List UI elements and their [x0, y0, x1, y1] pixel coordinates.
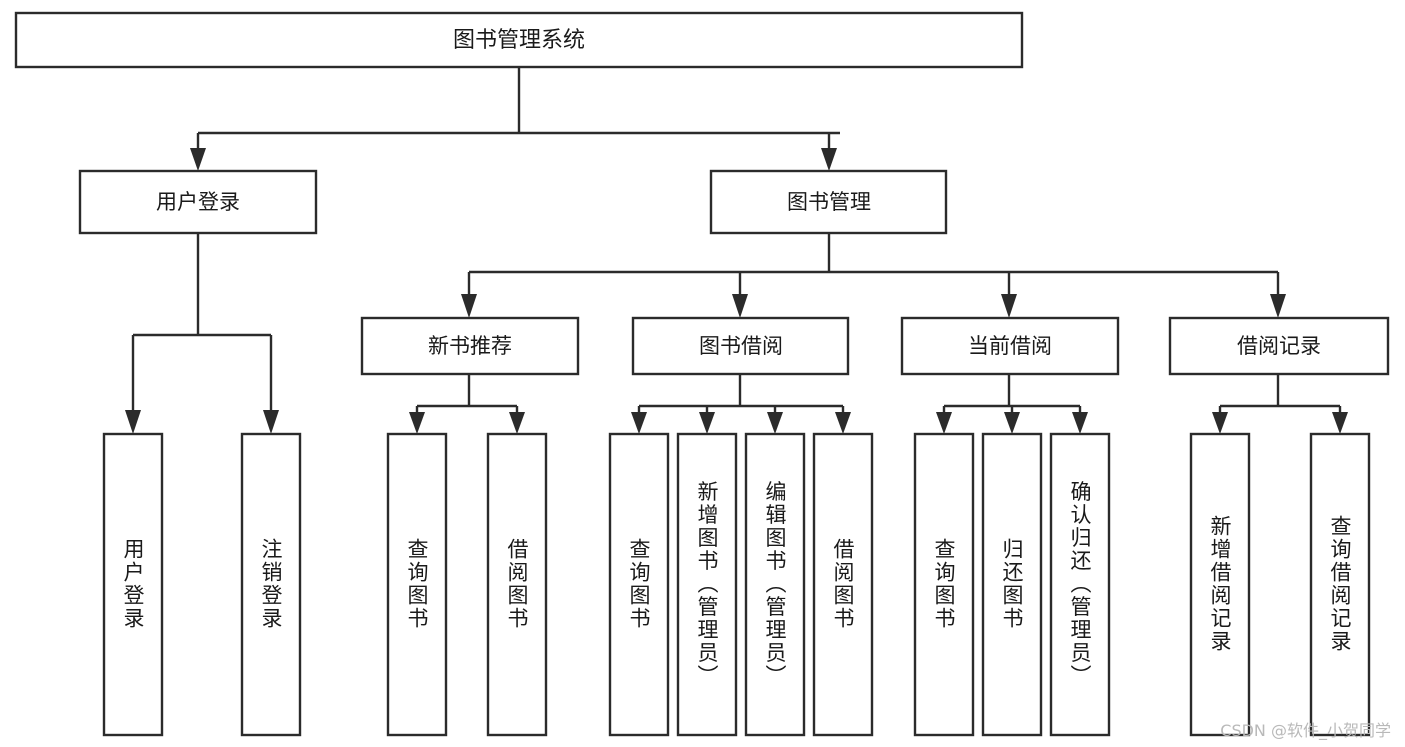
leaf-borrow-edit-book[interactable]: 编辑图书（管理员） [744, 432, 806, 737]
arrow-head-book-manage [821, 148, 837, 171]
node-user-login-box[interactable] [78, 169, 318, 235]
leaf-borrow-query-book-box[interactable] [608, 432, 670, 737]
leaf-borrow-edit-book-label: 编辑图书（管理员） [763, 481, 787, 688]
leaf-borrow-add-book-label: 新增图书（管理员） [695, 481, 719, 688]
node-borrow-record[interactable]: 借阅记录 [1168, 316, 1390, 376]
leaf-user-login-1-box[interactable] [102, 432, 164, 737]
node-new-book-recommend-label: 新书推荐 [428, 334, 512, 358]
leaf-current-query-book[interactable]: 查询图书 [913, 432, 975, 737]
leaf-new-borrow-book[interactable]: 借阅图书 [486, 432, 548, 737]
leaf-record-query[interactable]: 查询借阅记录 [1309, 432, 1371, 737]
leaf-current-return-book[interactable]: 归还图书 [981, 432, 1043, 737]
node-book-manage-box[interactable] [709, 169, 948, 235]
node-book-manage[interactable]: 图书管理 [709, 169, 948, 235]
connector-layer [125, 67, 1348, 434]
node-user-login[interactable]: 用户登录 [78, 169, 318, 235]
arrow-head-leaf-user-2 [263, 410, 279, 434]
leaf-record-add[interactable]: 新增借阅记录 [1189, 432, 1251, 737]
arrow-head-leaf-new-2 [509, 412, 525, 434]
node-root[interactable]: 图书管理系统 [14, 11, 1024, 69]
leaf-user-logout-label: 注销登录 [259, 538, 283, 630]
leaf-user-login-1-label: 用户登录 [121, 538, 145, 630]
node-current-borrow[interactable]: 当前借阅 [900, 316, 1120, 376]
leaf-record-add-label: 新增借阅记录 [1208, 515, 1232, 653]
node-layer: 图书管理系统 用户登录 图书管理 新书推荐 图书借阅 当前 [14, 11, 1390, 737]
node-new-book-recommend-box[interactable] [360, 316, 580, 376]
node-book-manage-label: 图书管理 [787, 190, 871, 214]
arrow-head-l3-current [1001, 294, 1017, 318]
arrow-head-leaf-borrow-3 [767, 412, 783, 434]
leaf-current-confirm-return[interactable]: 确认归还（管理员） [1049, 432, 1111, 737]
node-current-borrow-label: 当前借阅 [968, 334, 1052, 358]
node-book-borrow-box[interactable] [631, 316, 850, 376]
leaf-record-query-box[interactable] [1309, 432, 1371, 737]
arrow-head-l3-borrow [732, 294, 748, 318]
arrow-head-l3-new [461, 294, 477, 318]
node-book-borrow[interactable]: 图书借阅 [631, 316, 850, 376]
node-new-book-recommend[interactable]: 新书推荐 [360, 316, 580, 376]
arrow-head-leaf-record-1 [1212, 412, 1228, 434]
leaf-borrow-edit-book-box[interactable] [744, 432, 806, 737]
leaf-borrow-query-book-label: 查询图书 [627, 538, 651, 630]
leaf-new-borrow-book-box[interactable] [486, 432, 548, 737]
node-user-login-label: 用户登录 [156, 190, 240, 214]
leaf-current-query-book-label: 查询图书 [932, 538, 956, 630]
leaf-record-query-label: 查询借阅记录 [1328, 515, 1352, 653]
node-root-label: 图书管理系统 [453, 28, 585, 53]
arrow-head-leaf-current-3 [1072, 412, 1088, 434]
node-current-borrow-box[interactable] [900, 316, 1120, 376]
leaf-user-login-1[interactable]: 用户登录 [102, 432, 164, 737]
leaf-borrow-borrow-book-box[interactable] [812, 432, 874, 737]
leaf-new-query-book-box[interactable] [386, 432, 448, 737]
leaf-new-borrow-book-label: 借阅图书 [505, 538, 529, 630]
arrow-head-leaf-borrow-4 [835, 412, 851, 434]
arrow-head-leaf-new-1 [409, 412, 425, 434]
leaf-user-logout-box[interactable] [240, 432, 302, 737]
node-borrow-record-box[interactable] [1168, 316, 1390, 376]
leaf-borrow-borrow-book-label: 借阅图书 [831, 538, 855, 630]
leaf-borrow-query-book[interactable]: 查询图书 [608, 432, 670, 737]
leaf-borrow-add-book-box[interactable] [676, 432, 738, 737]
node-borrow-record-label: 借阅记录 [1237, 334, 1321, 358]
leaf-current-confirm-return-box[interactable] [1049, 432, 1111, 737]
arrow-head-l3-record [1270, 294, 1286, 318]
arrow-head-leaf-user-1 [125, 410, 141, 434]
arrow-head-leaf-record-2 [1332, 412, 1348, 434]
leaf-current-confirm-return-label: 确认归还（管理员） [1068, 481, 1092, 688]
leaf-user-logout[interactable]: 注销登录 [240, 432, 302, 737]
leaf-record-add-box[interactable] [1189, 432, 1251, 737]
leaf-current-return-book-label: 归还图书 [1000, 538, 1024, 630]
leaf-borrow-borrow-book[interactable]: 借阅图书 [812, 432, 874, 737]
leaf-borrow-add-book[interactable]: 新增图书（管理员） [676, 432, 738, 737]
node-book-borrow-label: 图书借阅 [699, 334, 783, 358]
arrow-head-leaf-current-2 [1004, 412, 1020, 434]
arrow-head-leaf-borrow-1 [631, 412, 647, 434]
leaf-current-return-book-box[interactable] [981, 432, 1043, 737]
arrow-head-leaf-borrow-2 [699, 412, 715, 434]
leaf-current-query-book-box[interactable] [913, 432, 975, 737]
leaf-new-query-book-label: 查询图书 [405, 538, 429, 630]
leaf-new-query-book[interactable]: 查询图书 [386, 432, 448, 737]
arrow-head-leaf-current-1 [936, 412, 952, 434]
node-root-box[interactable] [14, 11, 1024, 69]
arrow-head-user-login [190, 148, 206, 171]
